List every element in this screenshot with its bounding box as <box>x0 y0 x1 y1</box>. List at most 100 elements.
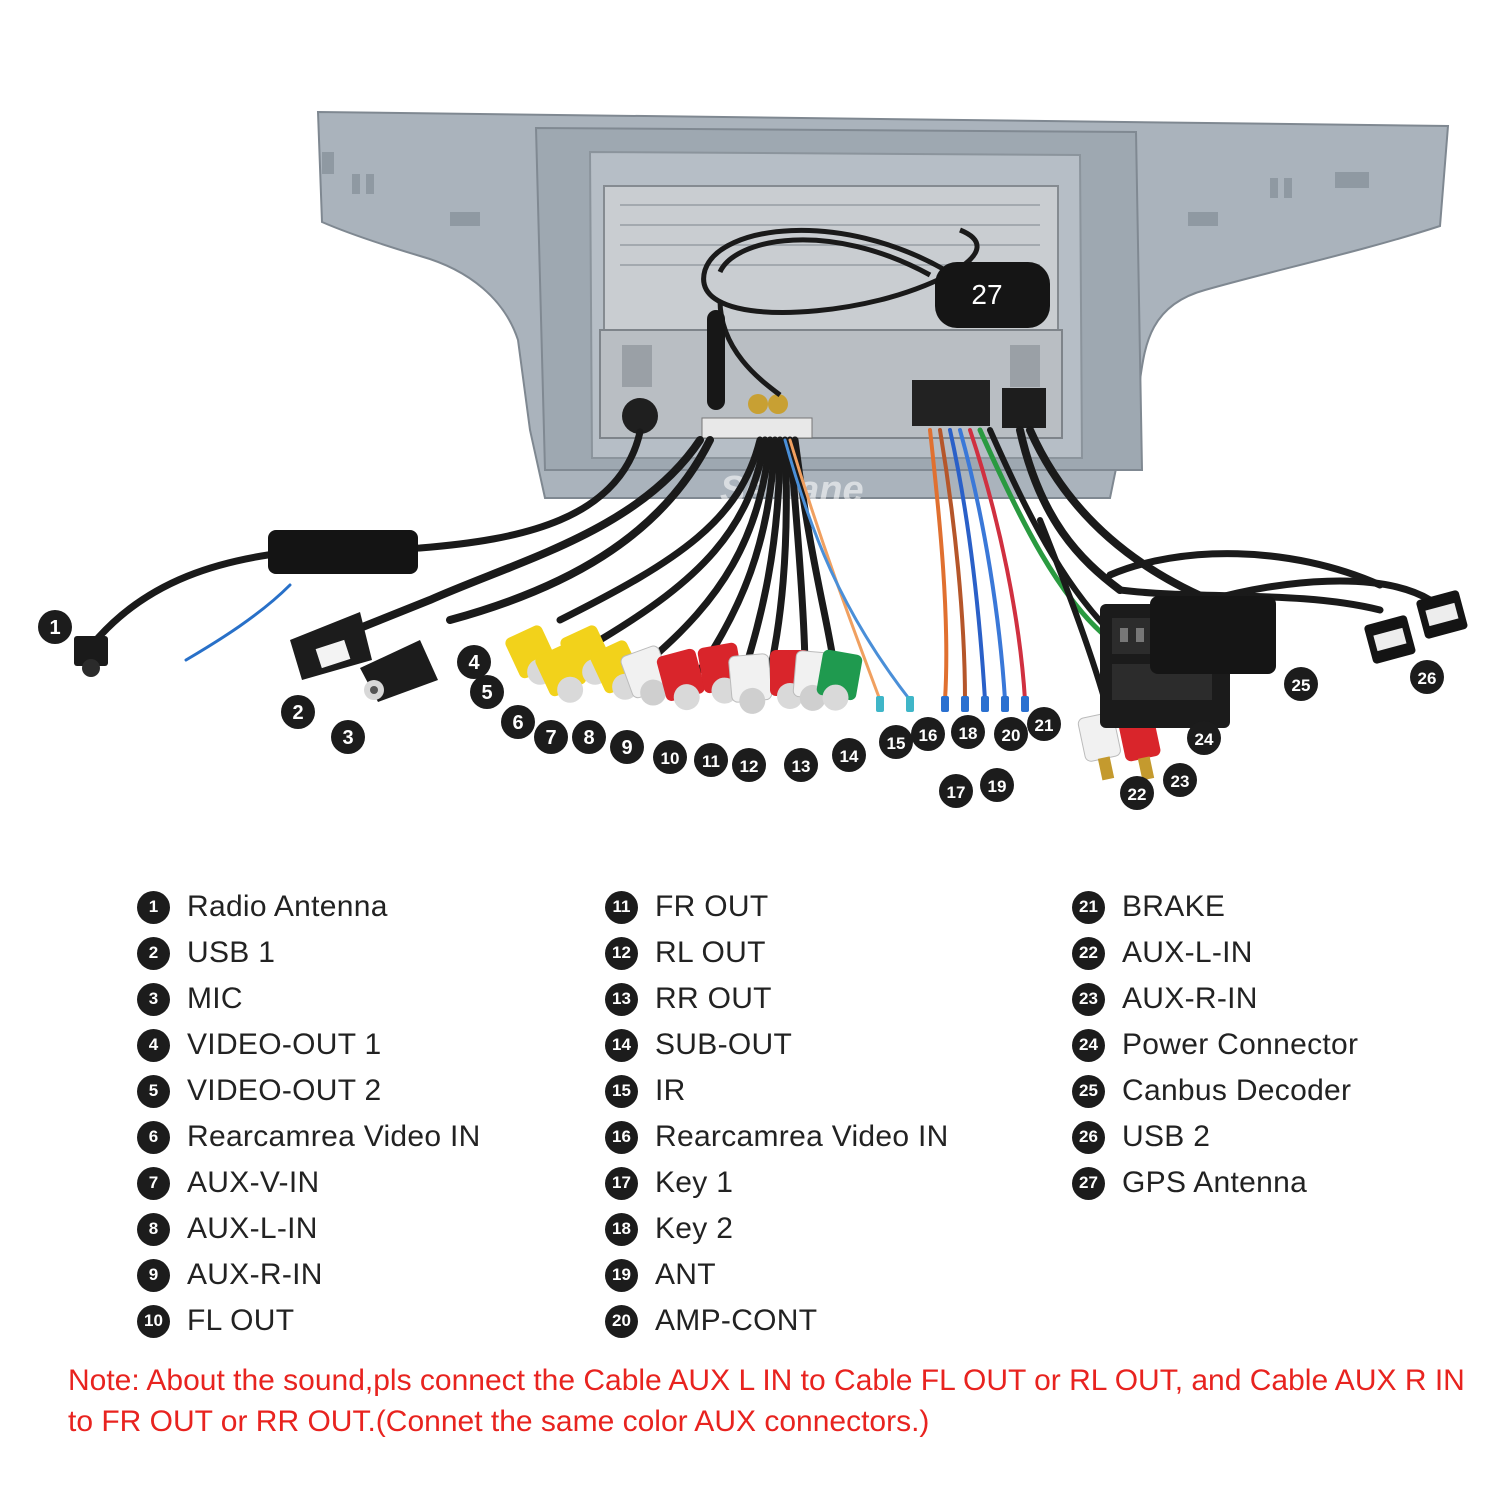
legend-number-badge: 13 <box>605 982 638 1016</box>
legend-label: FR OUT <box>655 890 769 923</box>
wifi-antenna-stub <box>707 310 725 410</box>
callout-number: 27 <box>971 279 1002 310</box>
legend-number-badge: 7 <box>137 1166 170 1200</box>
callout-badge <box>1187 721 1221 755</box>
legend-label: AUX-R-IN <box>187 1258 323 1291</box>
legend-number-badge: 9 <box>137 1258 170 1292</box>
legend-number-badge: 10 <box>137 1304 170 1338</box>
legend-label: Radio Antenna <box>187 890 388 923</box>
bezel-clips <box>322 152 1369 226</box>
callout-number: 25 <box>1292 676 1311 695</box>
legend-number-badge: 2 <box>137 936 170 970</box>
callout-number: 26 <box>1418 669 1437 688</box>
legend-number-badge: 26 <box>1072 1120 1105 1154</box>
legend-label: AUX-L-IN <box>187 1212 318 1245</box>
legend-item: 9 AUX-R-IN <box>137 1252 481 1298</box>
callout-badge <box>38 610 72 644</box>
callout-number: 20 <box>1002 726 1021 745</box>
callout-number: 3 <box>342 727 353 749</box>
legend-number-badge: 6 <box>137 1120 170 1154</box>
legend-item: 11 FR OUT <box>605 884 949 930</box>
callout-badge <box>980 768 1014 802</box>
callout-badge <box>951 715 985 749</box>
callout-number: 13 <box>792 757 811 776</box>
callout-badge <box>694 743 728 777</box>
legend-number-badge: 15 <box>605 1074 638 1108</box>
legend-label: AUX-V-IN <box>187 1166 320 1199</box>
callout-number: 7 <box>545 727 556 749</box>
callout-badge <box>784 748 818 782</box>
sound-connection-note: Note: About the sound,pls connect the Ca… <box>68 1364 1465 1438</box>
callout-badge <box>653 740 687 774</box>
legend-label: Key 2 <box>655 1212 734 1245</box>
legend-label: Canbus Decoder <box>1122 1074 1352 1107</box>
legend-number-badge: 19 <box>605 1258 638 1292</box>
callout-number: 12 <box>740 757 759 776</box>
rear-panel-sockets <box>622 345 1046 439</box>
canbus-decoder <box>1150 596 1276 674</box>
legend-number-badge: 12 <box>605 936 638 970</box>
mic-jack <box>360 640 438 702</box>
callout-badge <box>1284 667 1318 701</box>
callout-badge <box>1027 707 1061 741</box>
usb1-connector <box>290 612 372 680</box>
callout-number: 23 <box>1171 772 1190 791</box>
callout-badge <box>1163 763 1197 797</box>
legend-number-badge: 24 <box>1072 1028 1105 1062</box>
legend-number-badge: 23 <box>1072 982 1105 1016</box>
callout-number: 11 <box>702 752 720 771</box>
callout-badge <box>331 720 365 754</box>
legend-label: VIDEO-OUT 2 <box>187 1074 382 1107</box>
callout-badge <box>281 695 315 729</box>
callout-number: 5 <box>481 682 492 704</box>
callout-badge <box>1120 776 1154 810</box>
legend-number-badge: 3 <box>137 982 170 1016</box>
legend-number-badge: 11 <box>605 890 638 924</box>
callout-number: 16 <box>919 726 938 745</box>
wire-terminals <box>876 696 1029 712</box>
legend-label: FL OUT <box>187 1304 295 1337</box>
legend-item: 6 Rearcamrea Video IN <box>137 1114 481 1160</box>
legend-number-badge: 4 <box>137 1028 170 1062</box>
radio-antenna-plug <box>74 636 108 677</box>
callout-number: 24 <box>1195 730 1214 749</box>
legend-number-badge: 1 <box>137 890 170 924</box>
legend-label: ANT <box>655 1258 716 1291</box>
callout-number: 19 <box>988 777 1007 796</box>
legend-number-badge: 17 <box>605 1166 638 1200</box>
callout-badge <box>457 645 491 679</box>
callout-number: 9 <box>621 737 632 759</box>
gps-antenna <box>701 227 1050 397</box>
callout-badge <box>911 717 945 751</box>
legend-label: AUX-L-IN <box>1122 936 1253 969</box>
callout-number: 14 <box>840 747 859 766</box>
legend-number-badge: 27 <box>1072 1166 1105 1200</box>
callout-number: 18 <box>959 724 978 743</box>
legend-number-badge: 21 <box>1072 890 1105 924</box>
legend-number-badge: 16 <box>605 1120 638 1154</box>
legend-number-badge: 5 <box>137 1074 170 1108</box>
callout-badge <box>1410 660 1444 694</box>
legend-label: Rearcamrea Video IN <box>187 1120 481 1153</box>
head-unit-rear-panel <box>599 329 1063 439</box>
head-unit-wiring-illustration: Seicane <box>38 110 1468 810</box>
callout-number: 4 <box>468 652 480 674</box>
